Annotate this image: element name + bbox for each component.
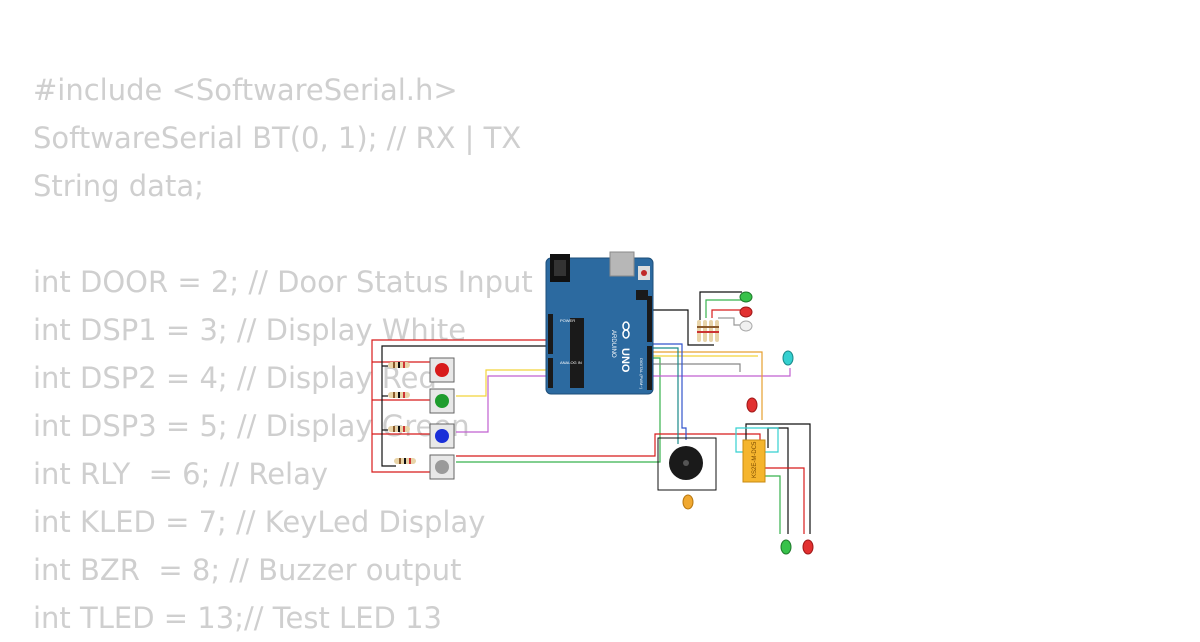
resistor-stack <box>697 320 719 342</box>
power-header <box>548 314 553 354</box>
code-line: int DOOR = 2; // Door Status Input <box>33 265 533 299</box>
wire-gray-board <box>652 363 741 372</box>
digital-header-top <box>647 296 652 342</box>
uno-logo: UNO <box>619 348 631 373</box>
analog-header-label: ANALOG IN <box>560 360 582 365</box>
wire-red-power-rail <box>371 339 553 473</box>
button-section <box>388 357 455 480</box>
resistor-1 <box>388 362 410 368</box>
resistor-4 <box>394 458 416 464</box>
wire-red-led <box>711 309 742 318</box>
wire-red-to-relay <box>456 433 761 457</box>
arduino-uno-board: UNO ARDUINO POWER ANALOG IN DIGITAL (PWM… <box>545 251 654 395</box>
resistor-2 <box>388 392 410 398</box>
code-background: #include <SoftwareSerial.h> SoftwareSeria… <box>33 66 533 642</box>
relay: KS2E-M-DC5 <box>742 439 766 483</box>
push-button-gray <box>429 454 455 480</box>
push-button-red <box>429 357 455 383</box>
wire-purple-cyan-led <box>652 368 791 377</box>
led-section <box>697 291 794 366</box>
wire-blue-buzzer <box>652 343 687 440</box>
wire-black-board-leds <box>652 309 714 346</box>
led-white <box>739 320 753 332</box>
led-red <box>739 306 753 318</box>
push-button-blue <box>429 423 455 449</box>
led-red-relay <box>746 397 758 413</box>
wire-orange-relay <box>652 351 763 420</box>
usb-port <box>609 251 635 277</box>
code-line: int RLY = 6; // Relay <box>33 457 329 491</box>
led-cyan <box>782 350 794 366</box>
arduino-brand: ARDUINO <box>610 330 616 358</box>
infinity-icon <box>622 321 630 339</box>
wire-purple-blue-button <box>456 375 553 433</box>
code-line: String data; <box>33 169 204 203</box>
led-green <box>739 291 753 303</box>
code-line: int BZR = 8; // Buzzer output <box>33 553 462 587</box>
digital-header-bottom <box>647 346 652 390</box>
buzzer-frame <box>657 437 717 491</box>
led-green-bottom <box>780 539 792 555</box>
push-button-green <box>429 388 455 414</box>
code-line: SoftwareSerial BT(0, 1); // RX | TX <box>33 121 522 155</box>
code-line: #include <SoftwareSerial.h> <box>33 73 458 107</box>
wire-cyan-relay-box <box>735 427 779 453</box>
wire-green-gray-button <box>456 357 661 463</box>
icsp-header <box>636 290 648 300</box>
wire-yellow-green-button <box>456 369 553 397</box>
wire-teal-buzzer <box>652 347 679 444</box>
reset-button-cap <box>641 270 647 276</box>
wire-black-ground-rail <box>381 345 553 467</box>
digital-header-label: DIGITAL (PWM~) <box>639 358 644 390</box>
wire-green-led <box>705 299 742 318</box>
power-jack-inner <box>554 260 566 276</box>
relay-label: KS2E-M-DC5 <box>752 441 758 478</box>
power-header-label: POWER <box>560 318 575 323</box>
resistor-3 <box>388 426 410 432</box>
analog-header <box>548 358 553 388</box>
wire-red-relay-led <box>758 467 805 534</box>
buzzer <box>669 446 703 480</box>
led-orange <box>682 494 694 510</box>
atmega-chip <box>570 318 584 388</box>
wires <box>371 291 811 534</box>
wire-green-relay-led <box>756 475 781 534</box>
code-line: int TLED = 13;// Test LED 13 <box>33 601 442 635</box>
code-line: int DSP1 = 3; // Display White <box>33 313 467 347</box>
code-line: int KLED = 7; // KeyLed Display <box>33 505 486 539</box>
wire-black-relay-top <box>745 423 811 534</box>
led-red-bottom <box>802 539 814 555</box>
wire-gray-white-led <box>718 317 742 326</box>
wire-black-led-common <box>699 291 742 320</box>
